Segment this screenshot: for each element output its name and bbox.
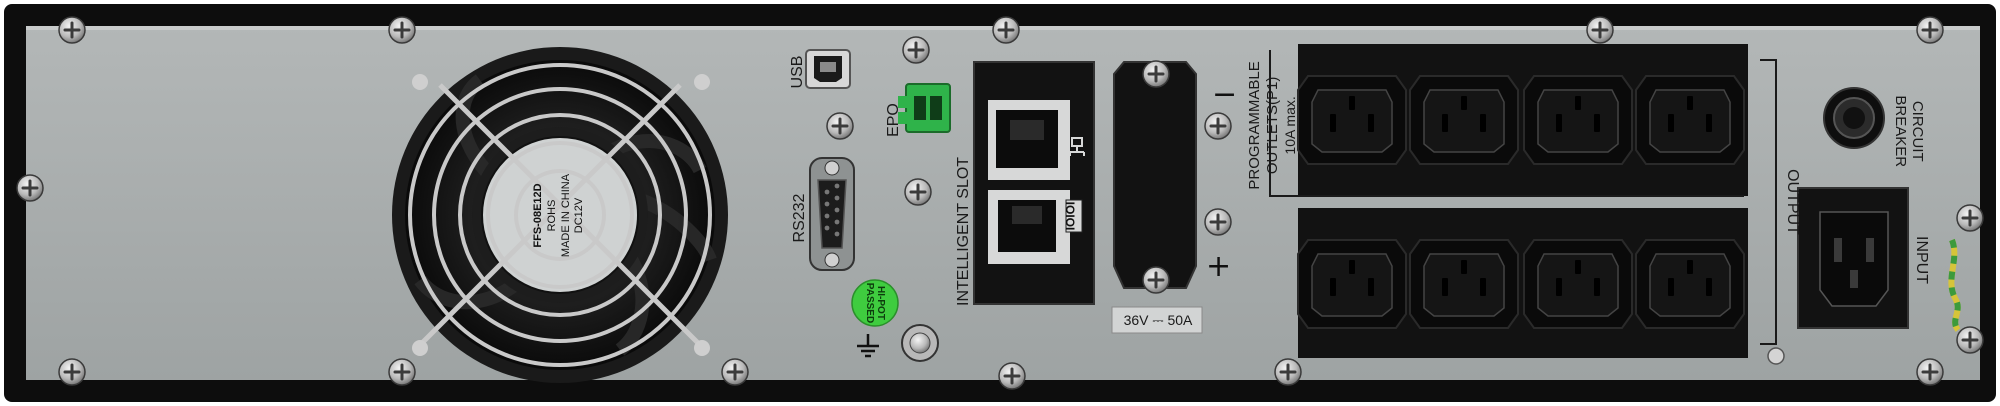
- fan-hub-label: FFS-08E12D ROHS MADE IN CHINA DC12V: [510, 165, 610, 265]
- battery-minus-symbol: −: [1212, 77, 1238, 112]
- hipot-sticker: [851, 279, 899, 327]
- fan-rohs-text: ROHS: [546, 199, 559, 231]
- battery-rating-plate: [1111, 306, 1203, 334]
- network-icon: [1069, 137, 1085, 156]
- hipot-sticker-text: HI-POT PASSED: [850, 282, 900, 324]
- circuit-breaker-line-1: CIRCUIT: [1909, 100, 1927, 162]
- circuit-breaker-label: CIRCUIT BREAKER: [1864, 95, 1954, 167]
- rs232-label: RS232: [791, 193, 808, 243]
- battery-rating-label: 36V ⎓ 50A: [1123, 312, 1193, 328]
- programmable-label-line-1: PROGRAMMABLE: [1245, 60, 1263, 190]
- ground-icon: [857, 334, 879, 358]
- circuit-breaker-line-2: BREAKER: [1891, 95, 1909, 167]
- epo-connector[interactable]: [898, 83, 951, 133]
- intelligent-slot[interactable]: [973, 61, 1095, 305]
- usb-label: USB: [789, 55, 806, 89]
- programmable-label-line-2: OUTLETS(P1): [1263, 76, 1281, 174]
- hipot-line-1: HI-POT: [874, 286, 886, 320]
- io-port-label: IOIOI: [1063, 201, 1077, 231]
- battery-port-cover: [1113, 61, 1197, 289]
- cooling-fan: [392, 47, 728, 383]
- fan-voltage-text: DC12V: [573, 197, 586, 233]
- ground-terminal: [901, 324, 939, 362]
- output-label: OUTPUT: [1784, 169, 1801, 235]
- usb-port[interactable]: [805, 49, 851, 89]
- intelligent-slot-label: INTELLIGENT SLOT: [955, 156, 972, 306]
- fan-guard-icon: [408, 63, 712, 367]
- programmable-label-line-3: 10A max.: [1281, 95, 1298, 155]
- circuit-breaker[interactable]: [1823, 87, 1885, 149]
- fan-model-text: FFS-08E12D: [532, 182, 545, 248]
- ground-wire: [1948, 238, 1961, 332]
- epo-label: EPO: [885, 103, 902, 137]
- hipot-line-2: PASSED: [863, 282, 875, 324]
- indicator-hole: [1767, 347, 1785, 365]
- rs232-port[interactable]: [809, 157, 855, 271]
- fan-origin-text: MADE IN CHINA: [560, 173, 572, 257]
- programmable-outlets-label: PROGRAMMABLE OUTLETS(P1) 10A max.: [1172, 61, 1372, 189]
- power-input-socket[interactable]: [1797, 187, 1909, 329]
- input-label: INPUT: [1913, 236, 1930, 284]
- battery-plus-symbol: +: [1206, 249, 1232, 284]
